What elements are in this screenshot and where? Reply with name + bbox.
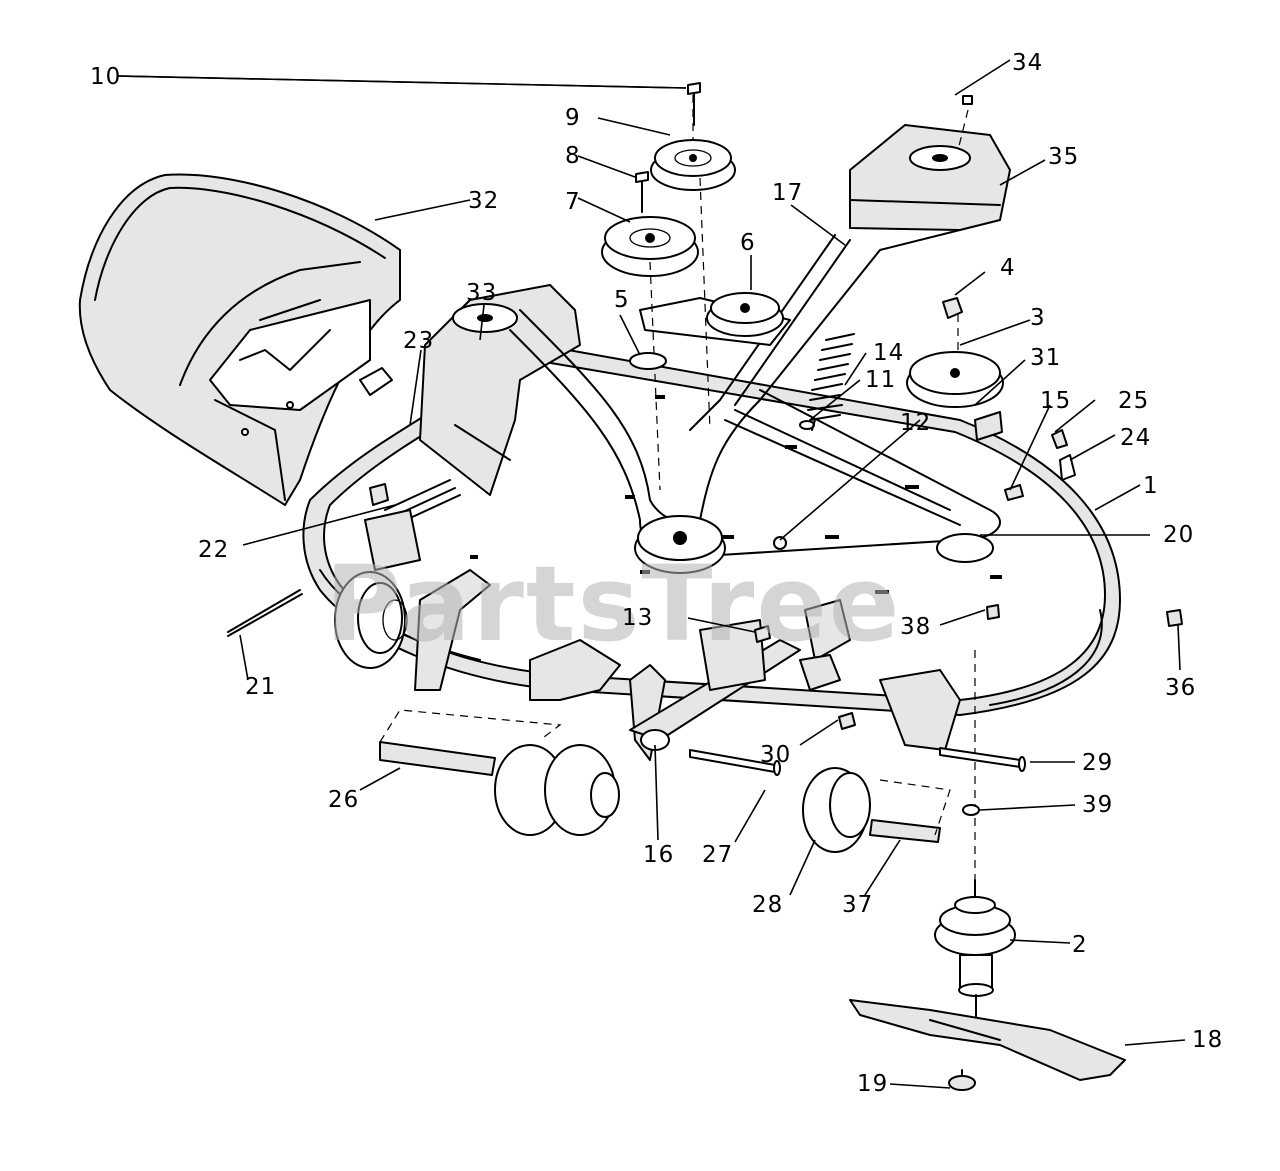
callout-23: 23 [403, 328, 434, 354]
washer [629, 352, 667, 370]
callout-36: 36 [1165, 675, 1196, 701]
callout-32: 32 [468, 188, 499, 214]
callout-30: 30 [760, 742, 791, 768]
callout-16: 16 [643, 842, 674, 868]
pin-21 [227, 589, 301, 633]
nut-15 [1004, 484, 1024, 501]
callout-4: 4 [1000, 255, 1016, 281]
callout-39: 39 [1082, 792, 1113, 818]
nut-30 [838, 712, 856, 730]
front-rollers [802, 767, 951, 853]
blade-bolt [948, 1069, 976, 1091]
callout-8: 8 [565, 143, 581, 169]
callout-12: 12 [900, 410, 931, 436]
callout-labels: 1 2 3 4 5 6 7 8 9 10 11 12 13 14 15 16 1… [90, 50, 1223, 1097]
callout-37: 37 [842, 892, 873, 918]
deck-hangers [414, 569, 961, 761]
pulley-9 [650, 139, 736, 191]
idler-bracket [419, 284, 581, 496]
clip-24 [1059, 454, 1076, 481]
callout-14: 14 [873, 340, 904, 366]
callout-7: 7 [565, 189, 581, 215]
callout-38: 38 [900, 614, 931, 640]
callout-21: 21 [245, 674, 276, 700]
bolt-10 [687, 82, 701, 95]
fitting-38 [986, 604, 1000, 620]
gearbox-cover [849, 124, 1011, 231]
left-wheel [334, 571, 408, 669]
callout-33: 33 [466, 280, 497, 306]
callout-27: 27 [702, 842, 733, 868]
callout-19: 19 [857, 1071, 888, 1097]
bracket-31 [974, 411, 1003, 441]
nut-13 [754, 625, 771, 643]
callout-29: 29 [1082, 750, 1113, 776]
washer-39 [962, 804, 980, 816]
callout-6: 6 [740, 230, 756, 256]
callout-13: 13 [622, 605, 653, 631]
bolt-8 [635, 171, 649, 183]
callout-17: 17 [772, 180, 803, 206]
callout-22: 22 [198, 537, 229, 563]
rear-rollers [379, 709, 620, 836]
bolt-34 [962, 95, 973, 105]
callout-34: 34 [1012, 50, 1043, 76]
callout-28: 28 [752, 892, 783, 918]
nut [942, 297, 963, 319]
callout-1: 1 [1143, 473, 1159, 499]
pulley-6 [639, 292, 791, 346]
callout-3: 3 [1030, 305, 1046, 331]
spindle-assembly [934, 879, 1016, 1031]
pulley-7 [601, 216, 699, 277]
callout-25: 25 [1118, 388, 1149, 414]
callout-26: 26 [328, 787, 359, 813]
pin-29 [939, 747, 1021, 768]
callout-9: 9 [565, 105, 581, 131]
callout-11: 11 [865, 367, 896, 393]
watermark: PartsTree [325, 543, 901, 665]
fitting-36 [1166, 609, 1183, 627]
pulley-3 [906, 351, 1004, 408]
main-pulley [634, 515, 994, 574]
callout-10: 10 [90, 64, 121, 90]
discharge-chute [78, 173, 401, 506]
callout-18: 18 [1192, 1027, 1223, 1053]
callout-31: 31 [1030, 345, 1061, 371]
leader-lines [117, 59, 1186, 1089]
bolt-25 [1051, 429, 1068, 449]
callout-5: 5 [614, 287, 630, 313]
callout-15: 15 [1040, 388, 1071, 414]
callout-35: 35 [1048, 144, 1079, 170]
blade [849, 999, 1126, 1081]
tension-spring-assembly [364, 479, 461, 571]
callout-2: 2 [1072, 932, 1088, 958]
callout-24: 24 [1120, 425, 1151, 451]
bushing-12 [773, 536, 787, 550]
callout-20: 20 [1163, 522, 1194, 548]
